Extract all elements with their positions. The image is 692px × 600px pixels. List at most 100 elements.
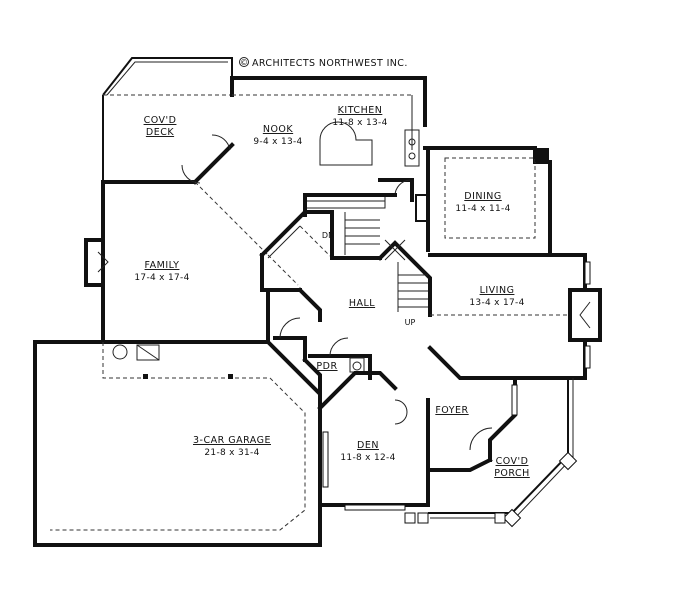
covd-porch-area	[404, 378, 578, 528]
stair-dashed-diag-2	[299, 225, 331, 257]
pdr-closet-area	[266, 287, 372, 396]
foyer-window	[511, 384, 518, 416]
kitchen-top-wall	[230, 76, 427, 127]
kitchen-label: KITCHEN	[338, 105, 383, 116]
stair-treads-upper	[345, 219, 380, 245]
copyright-text: ARCHITECTS NORTHWEST INC.	[252, 58, 408, 69]
porch-inner-rail	[430, 378, 574, 519]
room-labels: COV'D DECK NOOK 9-4 x 13-4 KITCHEN 11-8 …	[134, 105, 529, 479]
closet-angle-wall	[297, 287, 322, 322]
garage-door-outline	[50, 342, 306, 531]
closet-door-swing	[279, 317, 301, 339]
garage-outer-wall	[33, 340, 322, 547]
copyright-circle	[239, 57, 249, 67]
copyright-line: © ARCHITECTS NORTHWEST INC.	[239, 57, 408, 69]
stair-box-wall	[330, 210, 382, 260]
closet-inner-wall	[273, 336, 307, 362]
nook-size: 9-4 x 13-4	[253, 137, 302, 147]
family-fireplace	[97, 251, 109, 273]
garage-left-bottom	[33, 340, 307, 547]
living-area	[427, 253, 602, 380]
dining-size: 11-4 x 11-4	[455, 204, 510, 214]
foyer-label: FOYER	[435, 405, 468, 416]
hall-stair-area	[259, 193, 432, 317]
copyright-symbol: ©	[240, 58, 248, 67]
pdr-toilet	[352, 361, 362, 371]
porch-post-4	[417, 512, 429, 524]
nook-label: NOOK	[263, 124, 294, 135]
kitchen-size: 11-8 x 13-4	[332, 118, 387, 128]
living-bottom-wall	[427, 338, 587, 380]
range-burner-1	[408, 138, 416, 146]
pantry-top-wall	[378, 178, 414, 202]
living-size: 13-4 x 17-4	[469, 298, 524, 308]
pantry-door-swing	[394, 179, 411, 197]
garage-water-heater	[112, 344, 128, 360]
covd-porch-label-2: PORCH	[494, 468, 530, 479]
den-top-wall	[317, 371, 398, 411]
den-window-bottom	[344, 504, 406, 511]
stair-dashed-diag	[267, 254, 299, 286]
living-fireplace-hearth	[579, 301, 591, 329]
living-label: LIVING	[480, 285, 515, 296]
pdr-door-swing	[329, 337, 349, 357]
family-nook-diag	[194, 181, 269, 256]
pdr-label: PDR	[316, 361, 337, 372]
dining-label: DINING	[464, 191, 502, 202]
garage-area	[33, 340, 322, 547]
kitchen-island	[319, 121, 373, 166]
foyer-area	[426, 376, 518, 472]
pantry-closet	[415, 194, 429, 222]
nook-angle-wall	[192, 142, 235, 185]
family-fireplace-bump	[84, 238, 105, 287]
living-window-1	[584, 261, 591, 285]
stair-treads-lower	[398, 274, 428, 308]
porch-post-3	[404, 512, 416, 524]
foyer-right-wall	[488, 376, 517, 462]
living-window-2	[584, 345, 591, 369]
porch-post-2	[502, 508, 522, 528]
covd-deck-label-1: COV'D	[144, 115, 177, 126]
hall-label: HALL	[349, 298, 375, 309]
kitchen-range	[404, 129, 420, 167]
nook-door-swing-2	[211, 134, 231, 151]
rail-1	[267, 225, 301, 259]
den-size: 11-8 x 12-4	[340, 453, 395, 463]
garage-size: 21-8 x 31-4	[204, 448, 259, 458]
hall-left-wall	[260, 253, 302, 292]
porch-post-1	[558, 451, 578, 471]
garage-post-1	[143, 374, 148, 379]
foyer-door-swing	[469, 427, 493, 451]
foyer-bottom-wall	[426, 398, 493, 472]
covd-porch-label-1: COV'D	[496, 456, 529, 467]
stair-down-label: DN	[322, 231, 334, 240]
nook-door-swing-1	[181, 164, 201, 184]
garage-label: 3-CAR GARAGE	[193, 435, 271, 446]
den-window-left	[322, 431, 329, 488]
pdr-left-wall	[302, 357, 322, 396]
porch-post-5	[494, 512, 506, 524]
family-size: 17-4 x 17-4	[134, 273, 189, 283]
garage-post-2	[228, 374, 233, 379]
den-door-swing-1	[394, 399, 408, 413]
dining-corner-post	[535, 148, 549, 162]
deck-rail-top-inner	[106, 61, 228, 96]
garage-utility-diag	[136, 344, 160, 361]
dining-ceiling-outline	[444, 157, 536, 239]
pantry-walls	[304, 178, 429, 222]
range-burner-2	[408, 152, 416, 160]
living-fireplace	[568, 288, 602, 342]
porch-outer-rail	[428, 378, 569, 514]
stair-right-wall	[377, 240, 432, 317]
stair-arrow-2	[384, 239, 406, 261]
stair-upper-wall	[303, 193, 397, 217]
garage-utility-box	[136, 344, 160, 361]
family-area	[84, 180, 269, 344]
den-label: DEN	[357, 440, 379, 451]
family-label: FAMILY	[145, 260, 180, 271]
stair-up-label: UP	[405, 318, 416, 327]
covd-deck-label-2: DECK	[146, 127, 174, 138]
nook-kitchen-walls	[181, 76, 427, 185]
den-door-swing-2	[394, 411, 408, 425]
